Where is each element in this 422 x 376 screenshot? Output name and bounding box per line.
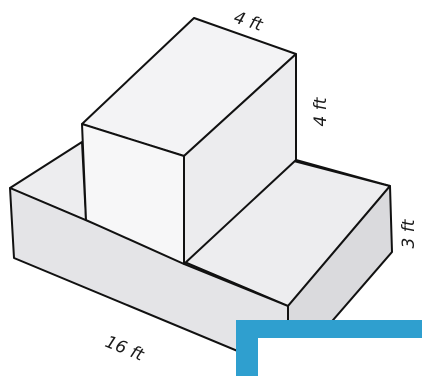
label-base-length: 16 ft — [102, 332, 148, 366]
overlay-panel — [236, 320, 422, 376]
base-inner-edges — [183, 159, 391, 307]
overlay-panel-inner — [258, 338, 422, 376]
upper-prism — [81, 17, 297, 265]
base-inner-edge-right — [295, 159, 391, 187]
base-inner-edge-front — [183, 263, 289, 307]
label-base-height: 3 ft — [399, 218, 419, 248]
label-top-depth: 4 ft — [231, 8, 266, 36]
label-top-height: 4 ft — [311, 96, 331, 126]
